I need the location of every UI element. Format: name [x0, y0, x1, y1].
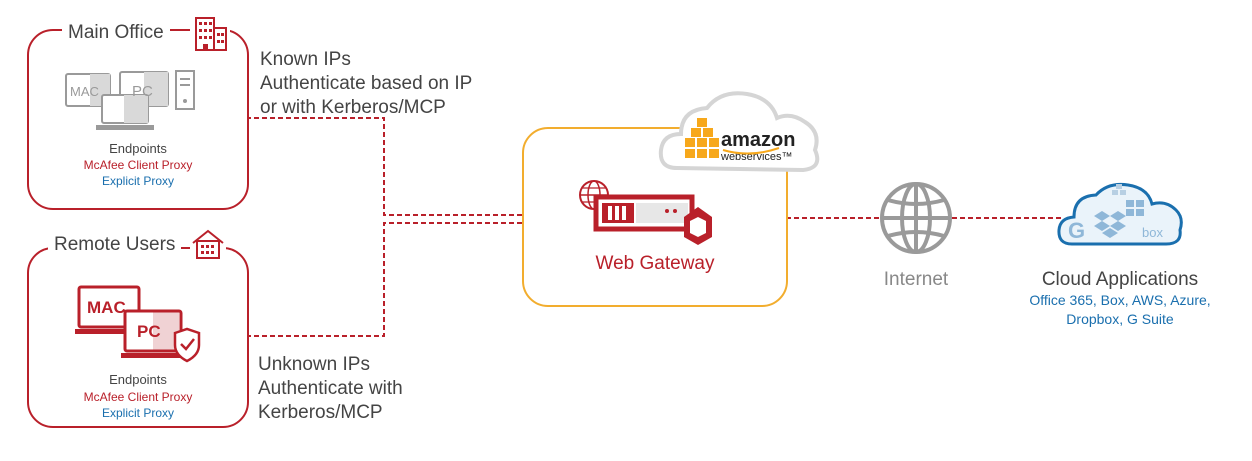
box-glyph: box	[1142, 225, 1163, 240]
web-gateway-appliance-icon	[579, 180, 712, 245]
web-gateway-label: Web Gateway	[595, 253, 715, 274]
main-office-box: MAC PC Endpoints McAfee Client Proxy Exp…	[27, 29, 249, 210]
web-gateway-box: Web Gateway	[522, 127, 788, 307]
internet-label: Internet	[883, 269, 949, 290]
remote-users-endpoints-label: Endpoints	[109, 372, 167, 387]
google-glyph: G	[1068, 218, 1085, 243]
unknown-ips-line2: Authenticate with	[258, 378, 403, 399]
unknown-ips-line1: Unknown IPs	[258, 354, 370, 375]
internet-globe-icon	[880, 182, 952, 254]
main-office-explicit-proxy: Explicit Proxy	[101, 174, 175, 188]
cloud-applications-line1: Office 365, Box, AWS, Azure,	[1029, 292, 1211, 308]
remote-users-title: Remote Users	[48, 234, 182, 256]
building-icon	[190, 14, 230, 52]
aws-name: amazon	[721, 129, 795, 151]
home-office-icon	[190, 228, 226, 260]
aws-cloud-icon: amazon webservices™	[658, 91, 820, 173]
known-ips-note: Known IPs Authenticate based on IP or wi…	[260, 48, 472, 120]
cloud-applications-icon: G box	[1057, 183, 1183, 246]
remote-users-endpoints-icon: MAC PC	[75, 285, 201, 363]
remote-users-client-proxy: McAfee Client Proxy	[83, 390, 193, 404]
main-office-endpoints-label: Endpoints	[109, 141, 167, 156]
cloud-applications-title: Cloud Applications	[1041, 269, 1199, 290]
remote-users-explicit-proxy: Explicit Proxy	[101, 406, 175, 420]
remote-users-box: MAC PC Endpoints McAfee Client Proxy Exp…	[27, 247, 249, 428]
known-ips-line1: Known IPs	[260, 49, 351, 70]
main-office-endpoints-icon: MAC PC	[65, 70, 195, 130]
unknown-ips-note: Unknown IPs Authenticate with Kerberos/M…	[258, 353, 403, 425]
remote-users-pc-label: PC	[137, 322, 161, 341]
main-office-mac-label: MAC	[70, 84, 99, 99]
known-ips-line2: Authenticate based on IP	[260, 73, 473, 94]
cloud-applications-line2: Dropbox, G Suite	[1066, 311, 1174, 327]
known-ips-line3: or with Kerberos/MCP	[260, 97, 446, 118]
main-office-client-proxy: McAfee Client Proxy	[83, 158, 193, 172]
main-office-title: Main Office	[62, 22, 170, 44]
remote-users-mac-label: MAC	[87, 298, 126, 317]
unknown-ips-line3: Kerberos/MCP	[258, 402, 383, 423]
main-office-pc-label: PC	[132, 83, 153, 100]
